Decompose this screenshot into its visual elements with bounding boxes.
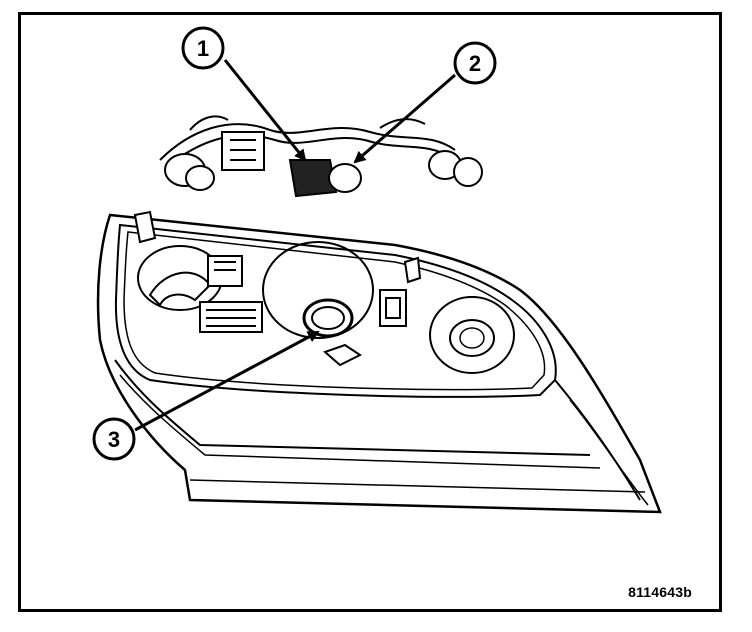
callout-3: 3 [92, 417, 136, 461]
callout-2-label: 2 [469, 51, 481, 76]
callout-3-label: 3 [108, 427, 120, 452]
callout-2: 2 [453, 41, 497, 85]
leader-lines [134, 59, 456, 432]
figure-id: 8114643b [628, 584, 692, 600]
wiring-harness [159, 115, 483, 198]
leader-line-2 [353, 73, 456, 164]
leader-line-1 [223, 59, 307, 162]
leader-line-3 [134, 330, 320, 432]
callout-1: 1 [181, 26, 225, 70]
lamp-housing [96, 210, 662, 514]
callout-1-label: 1 [197, 36, 209, 61]
